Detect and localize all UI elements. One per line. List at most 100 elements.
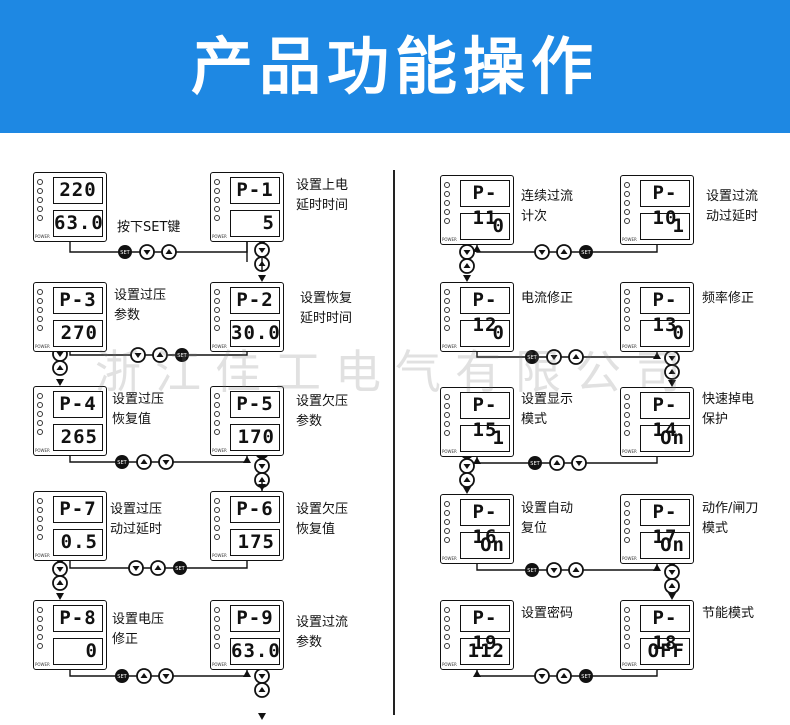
down-key-icon (664, 350, 680, 366)
up-key-icon (52, 360, 68, 376)
indicator-led-icon (444, 209, 450, 215)
parameter-label-p3: 设置过压 参数 (114, 288, 167, 323)
indicator-led-icon (624, 643, 630, 649)
indicator-led-icon (624, 403, 630, 409)
indicator-led-icon (214, 634, 220, 640)
set-key-icon: SET (525, 350, 539, 364)
up-key-icon (568, 349, 584, 365)
indicator-led-icon (37, 179, 43, 185)
indicator-led-icon (37, 420, 43, 426)
indicator-leds (214, 179, 224, 224)
indicator-leds (624, 182, 634, 227)
up-key-icon (52, 575, 68, 591)
up-key-icon (664, 364, 680, 380)
display-top-value: P-12 (460, 287, 510, 336)
arrowhead-icon (258, 275, 266, 282)
page-title: 产品功能操作 (190, 30, 599, 103)
svg-text:SET: SET (527, 568, 537, 574)
indicator-leds (624, 501, 634, 546)
up-key-icon (459, 472, 475, 488)
down-key-icon (664, 564, 680, 580)
indicator-led-icon (444, 528, 450, 534)
set-key-icon: SET (173, 561, 187, 575)
power-label: POWER (212, 662, 227, 667)
power-label: POWER (622, 449, 637, 454)
indicator-led-icon (444, 325, 450, 331)
indicator-led-icon (624, 510, 630, 516)
svg-text:SET: SET (527, 355, 537, 361)
indicator-led-icon (444, 616, 450, 622)
arrowhead-icon (56, 379, 64, 386)
arrowhead-icon (243, 670, 251, 677)
power-label: POWER (35, 553, 50, 558)
display-top-value: P-6 (230, 496, 280, 523)
set-key-icon: SET (579, 669, 593, 683)
indicator-led-icon (37, 325, 43, 331)
indicator-led-icon (624, 298, 630, 304)
indicator-leds (37, 498, 47, 543)
power-label: POWER (622, 344, 637, 349)
indicator-led-icon (624, 394, 630, 400)
indicator-led-icon (37, 402, 43, 408)
display-top-value: 220 (53, 177, 103, 204)
power-label: POWER (442, 449, 457, 454)
display-bottom-value: 0.5 (53, 529, 103, 556)
instruction-label: 按下SET键 (117, 220, 181, 235)
set-key-icon: SET (115, 669, 129, 683)
parameter-label-p12: 电流修正 (521, 291, 574, 306)
indicator-led-icon (214, 625, 220, 631)
set-key-icon: SET (118, 245, 132, 259)
indicator-leds (624, 394, 634, 439)
indicator-led-icon (444, 394, 450, 400)
display-bottom-value: 270 (53, 320, 103, 347)
up-key-icon (664, 578, 680, 594)
indicator-led-icon (214, 498, 220, 504)
indicator-led-icon (624, 528, 630, 534)
parameter-label-p1: 设置上电 延时时间 (296, 178, 349, 213)
indicator-leds (37, 393, 47, 438)
up-key-icon (136, 668, 152, 684)
arrowhead-icon (56, 593, 64, 600)
display-bottom-value: 30.0 (230, 320, 280, 347)
display-bottom-value: 63.0 (230, 638, 280, 665)
indicator-leds (37, 289, 47, 334)
arrowhead-icon (243, 456, 251, 463)
indicator-led-icon (37, 307, 43, 313)
display-bottom-value: 1 (640, 213, 690, 240)
indicator-led-icon (444, 643, 450, 649)
display-top-value: P-13 (640, 287, 690, 336)
parameter-label-p17: 动作/闸刀 模式 (702, 501, 759, 536)
power-label: POWER (212, 553, 227, 558)
display-bottom-value: 0 (53, 638, 103, 665)
display-top-value: P-2 (230, 287, 280, 314)
svg-text:SET: SET (175, 566, 185, 572)
indicator-led-icon (37, 534, 43, 540)
indicator-led-icon (444, 403, 450, 409)
power-label: POWER (35, 662, 50, 667)
column-divider (393, 170, 395, 715)
parameter-label-p16: 设置自动 复位 (521, 501, 574, 536)
indicator-led-icon (624, 519, 630, 525)
indicator-led-icon (37, 616, 43, 622)
indicator-led-icon (37, 188, 43, 194)
indicator-led-icon (624, 607, 630, 613)
up-key-icon (459, 258, 475, 274)
down-key-icon (52, 561, 68, 577)
indicator-led-icon (214, 197, 220, 203)
down-key-icon (254, 668, 270, 684)
indicator-led-icon (214, 411, 220, 417)
indicator-led-icon (214, 507, 220, 513)
power-label: POWER (212, 234, 227, 239)
display-bottom-value: 63.0 (53, 210, 103, 237)
indicator-led-icon (624, 289, 630, 295)
down-key-icon (254, 458, 270, 474)
indicator-led-icon (214, 307, 220, 313)
indicator-led-icon (444, 634, 450, 640)
parameter-label-p9: 设置过流 参数 (296, 615, 349, 650)
indicator-led-icon (444, 298, 450, 304)
indicator-led-icon (214, 607, 220, 613)
set-key-icon: SET (528, 456, 542, 470)
